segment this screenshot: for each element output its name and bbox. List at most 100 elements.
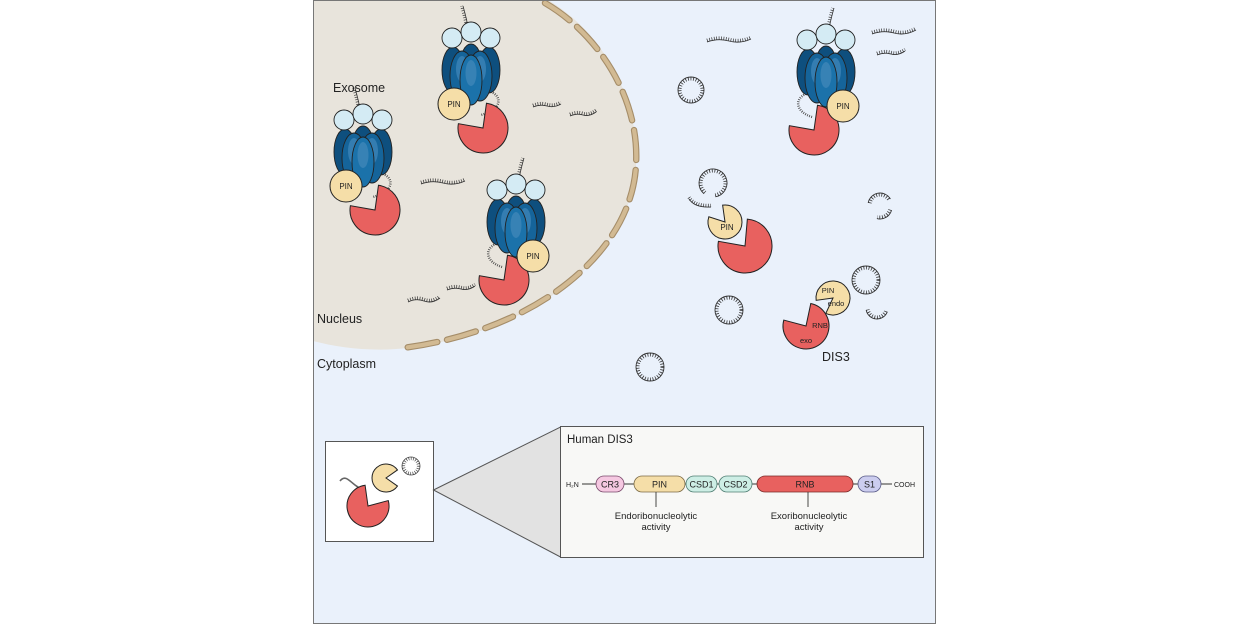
rnb-domain [457,102,509,154]
rna-bases [876,209,892,219]
exosome-cap-subunit [796,29,818,51]
rna-backbone [714,295,744,325]
rna-backbone [698,168,728,198]
rna-bases [678,77,704,103]
circular-rna-fragment [865,309,888,320]
circular-rna-fragment [867,192,891,204]
pin-label: PIN [822,286,835,295]
zoom-source-glyphs [339,456,421,528]
rna-thread-bases [515,157,525,185]
subunit-highlight [820,62,832,88]
nucleus-fill [313,0,637,350]
domain-map-title: Human DIS3 [567,434,633,446]
dis3-label: DIS3 [822,350,850,364]
pin-domain [826,89,860,123]
rna-bases [687,196,712,208]
rna-bases [706,35,752,43]
circular-rna [714,295,744,325]
pin-domain [371,463,399,493]
rna-backbone [867,192,891,204]
subunit-highlight [357,142,369,168]
nucleus-label: Nucleus [317,312,362,326]
rna-strand [876,47,906,56]
cytoplasm-label: Cytoplasm [317,357,376,371]
domain-csd1-label: CSD1 [689,480,713,490]
domain-csd2-label: CSD2 [723,480,747,490]
exosome-cap-subunit [441,27,463,49]
domain-rnb [756,475,854,493]
rna-backbone [420,180,466,185]
rna-bases [871,26,917,35]
rna-backbone [706,38,752,43]
pin-activity-line1: Endoribonucleolytic [615,511,698,522]
rna-thread-bases [352,87,362,115]
rna-bases [636,353,664,381]
rna-bases [420,177,466,185]
exosome-complex: PIN [478,157,550,306]
rnb-label: RNB [812,321,828,330]
domain-pin [633,475,686,493]
rna-bases [446,282,476,290]
pin-domain [707,204,743,240]
subunit-highlight [510,212,522,238]
rna-layer [407,26,917,382]
pin-domain [329,169,363,203]
pin-domain [437,87,471,121]
pin-label: PIN [339,182,353,191]
rna-strand [871,26,917,35]
exosome-cap-subunit [815,23,837,45]
rna-thread-bases [460,5,470,33]
exosome-cap-subunit [486,179,508,201]
domain-pin-label: PIN [652,480,667,490]
pin-label: PIN [447,100,461,109]
exosome-cap-subunit [352,103,374,125]
rnb-domain [349,184,401,236]
rnb-activity-annotation: Exoribonucleolytic activity [771,492,848,533]
circular-rna [851,265,881,295]
rna-bases [852,266,880,294]
exosome-cap-subunit [505,173,527,195]
pin-domain [516,239,550,273]
pin-label: PIN [836,102,850,111]
circular-rna-fragment [698,168,728,198]
exosome-cap-subunit [371,109,393,131]
pin-label: PIN [720,223,734,232]
rna-backbone [401,456,421,476]
pin-activity-line2: activity [641,522,670,533]
nuclear-membrane [400,0,639,351]
rna-strand [446,282,476,291]
circular-rna [635,352,665,382]
domain-rnb-label: RNB [795,480,814,490]
rnb-activity-line2: activity [794,522,823,533]
exosome-cap-subunit [834,29,856,51]
rna-bases [876,47,906,55]
domain-cr3-label: CR3 [601,480,619,490]
rnb-domain [717,218,773,274]
exo-label: exo [800,336,812,345]
rna-backbone [851,265,881,295]
rnb-domain [346,484,390,528]
exosome-cap-subunit [333,109,355,131]
exosome-cap-subunit [460,21,482,43]
dis3-degrading-circular-rna: PIN [707,204,773,274]
pin-activity-annotation: Endoribonucleolytic activity [615,492,698,533]
rna-backbone [871,29,917,35]
exosome-complex: PIN [437,5,509,154]
rnb-domain [782,302,830,350]
circular-rna [677,76,705,104]
rnb-activity-line1: Exoribonucleolytic [771,511,848,522]
zoom-source-box [325,441,434,542]
subunit-highlight [465,60,477,86]
panel-border [313,0,936,624]
exosome-cap-subunit [479,27,501,49]
domain-bar: H₂N COOH CR3 PIN CSD1 CSD2 RNB S1 [566,475,915,493]
rna-thread-bases [825,7,835,35]
rna-strand [407,295,442,303]
rna-strand [687,196,712,208]
rna-strand [706,35,752,43]
rna-strand [569,108,597,117]
domain-s1 [857,475,882,493]
